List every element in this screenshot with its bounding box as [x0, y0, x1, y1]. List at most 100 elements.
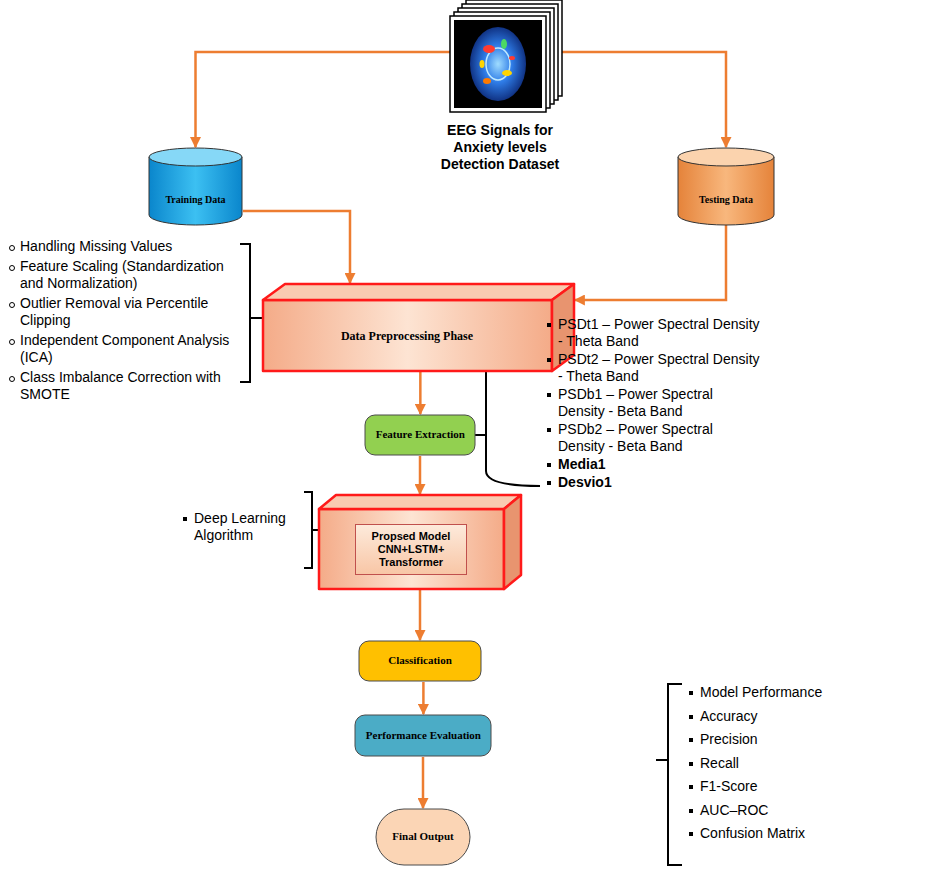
text-area: Classification — [364, 643, 476, 679]
bullet-marker — [546, 386, 558, 403]
text-stack: Classification — [388, 654, 452, 667]
bullet-marker — [689, 691, 693, 695]
bullet-marker — [689, 762, 693, 766]
process-box: Feature Extraction — [364, 414, 476, 456]
node-label: EEG Signals for Anxiety levels Detection… — [430, 122, 570, 172]
bullet-marker — [547, 323, 551, 327]
bullet-marker — [688, 684, 700, 701]
text-stack: Testing Data — [699, 194, 753, 206]
bullet-marker — [183, 517, 187, 521]
text-area: Feature Extraction — [370, 417, 470, 453]
bullet-marker — [546, 316, 558, 333]
bullet-marker — [688, 778, 700, 795]
list-item: Confusion Matrix — [688, 825, 908, 842]
list-item: Model Performance — [688, 684, 908, 701]
list-text: PSDt2 – Power Spectral Density - Theta B… — [558, 351, 760, 385]
list-text: Deep Learning Algorithm — [194, 510, 298, 544]
bullet-marker — [9, 376, 15, 382]
node-outline — [148, 147, 243, 225]
bullet-marker — [9, 265, 15, 271]
database-cylinder: Training Data — [148, 147, 243, 225]
bullet-marker — [688, 825, 700, 842]
list-text: Desvio1 — [558, 474, 760, 491]
bullet-marker — [9, 339, 15, 345]
list-item: F1-Score — [688, 778, 908, 795]
list-text: Independent Component Analysis (ICA) — [20, 332, 234, 366]
bullet-marker — [689, 785, 693, 789]
flow-arrow — [196, 52, 451, 147]
bullet-marker — [689, 832, 693, 836]
preprocessing-list: Handling Missing ValuesFeature Scaling (… — [8, 238, 234, 406]
list-item: AUC–ROC — [688, 802, 908, 819]
bullet-marker — [688, 802, 700, 819]
bullet-marker — [9, 302, 15, 308]
list-text: F1-Score — [700, 778, 908, 795]
bullet-marker — [547, 428, 551, 432]
bracket — [304, 492, 318, 568]
bullet-marker — [688, 708, 700, 725]
list-item: Recall — [688, 755, 908, 772]
bullet-marker — [546, 474, 558, 491]
bullet-marker — [546, 421, 558, 438]
node-label: Classification — [388, 654, 452, 667]
flow-arrow — [422, 757, 425, 808]
list-item: Outlier Removal via Percentile Clipping — [8, 295, 234, 329]
list-item: PSDb2 – Power Spectral Density - Beta Ba… — [546, 421, 760, 455]
node-label: Final Output — [392, 830, 453, 843]
database-cylinder: Testing Data — [677, 147, 775, 225]
flow-arrow — [575, 225, 726, 300]
bullet-marker — [688, 731, 700, 748]
list-text: Media1 — [558, 456, 760, 473]
bullet-marker — [547, 358, 551, 362]
text-area: Data Preprocessing Phase — [266, 302, 548, 370]
list-item: Feature Scaling (Standardization and Nor… — [8, 258, 234, 292]
node-label: Feature Extraction — [376, 428, 465, 441]
bracket — [240, 244, 262, 382]
flow-arrow — [419, 456, 422, 494]
bullet-marker — [546, 456, 558, 473]
node-outline — [677, 147, 775, 225]
list-text: Accuracy — [700, 708, 908, 725]
flow-arrow — [419, 372, 422, 414]
text-stack: Feature Extraction — [376, 428, 465, 441]
node-label: Performance Evaluation — [366, 729, 481, 742]
list-item: Handling Missing Values — [8, 238, 234, 255]
bullet-marker — [182, 510, 194, 527]
process-box: Classification — [358, 640, 482, 682]
text-stack: Propsed Model CNN+LSTM+ Transformer — [360, 530, 462, 570]
node-label: Data Preprocessing Phase — [341, 329, 473, 343]
list-text: Outlier Removal via Percentile Clipping — [20, 295, 234, 329]
list-item: Precision — [688, 731, 908, 748]
bullet-marker — [547, 393, 551, 397]
text-stack: Training Data — [165, 194, 225, 206]
list-item: PSDt2 – Power Spectral Density - Theta B… — [546, 351, 760, 385]
text-stack: EEG Signals for Anxiety levels Detection… — [430, 122, 570, 172]
text-area: Testing Data — [681, 180, 771, 219]
bullet-marker — [689, 715, 693, 719]
bullet-marker — [547, 481, 551, 485]
dataset-image: EEG Signals for Anxiety levels Detection… — [430, 0, 570, 175]
list-text: PSDt1 – Power Spectral Density - Theta B… — [558, 316, 760, 350]
text-area: Training Data — [152, 180, 239, 219]
text-area: EEG Signals for Anxiety levels Detection… — [430, 120, 570, 175]
list-text: AUC–ROC — [700, 802, 908, 819]
text-area: Final Output — [381, 811, 465, 863]
flow-arrow — [243, 211, 350, 283]
list-item: Desvio1 — [546, 474, 760, 491]
flow-arrow — [422, 682, 425, 714]
node-outline — [262, 283, 575, 372]
text-area: Propsed Model CNN+LSTM+ Transformer — [322, 511, 500, 588]
text-stack: Performance Evaluation — [366, 729, 481, 742]
model-inner-box: Propsed Model CNN+LSTM+ Transformer — [355, 524, 467, 576]
node-label: Testing Data — [699, 194, 753, 206]
metric-list: Model PerformanceAccuracyPrecisionRecall… — [688, 684, 908, 849]
list-text: Model Performance — [700, 684, 908, 701]
list-item: Accuracy — [688, 708, 908, 725]
list-item: PSDb1 – Power Spectral Density - Beta Ba… — [546, 386, 760, 420]
bullet-marker — [547, 463, 551, 467]
terminal-box: Final Output — [375, 808, 471, 866]
list-text: Class Imbalance Correction with SMOTE — [20, 369, 234, 403]
bullet-marker — [8, 258, 20, 275]
list-text: Confusion Matrix — [700, 825, 908, 842]
